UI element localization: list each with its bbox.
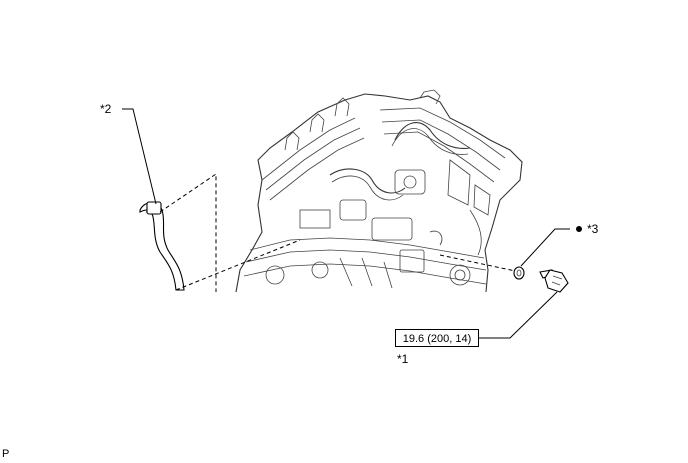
callout-label-2: *2 — [100, 102, 112, 116]
torque-spec-box: 19.6 (200, 14) — [395, 329, 479, 347]
callout-label-3: *3 — [587, 222, 599, 236]
leader-line-2 — [122, 108, 157, 205]
corner-mark: P — [2, 448, 10, 460]
hose-part-2 — [139, 201, 185, 291]
gasket-part-3 — [513, 266, 525, 280]
alignment-line-upper — [159, 173, 217, 292]
engine-assembly-drawing — [235, 89, 523, 293]
leader-line-torque — [479, 291, 558, 339]
sensor-part-1 — [539, 269, 569, 293]
callout-label-1: *1 — [397, 352, 409, 366]
alignment-line-lower — [175, 239, 301, 291]
filled-circle-bullet-icon — [576, 226, 582, 232]
leader-line-3 — [520, 228, 570, 267]
